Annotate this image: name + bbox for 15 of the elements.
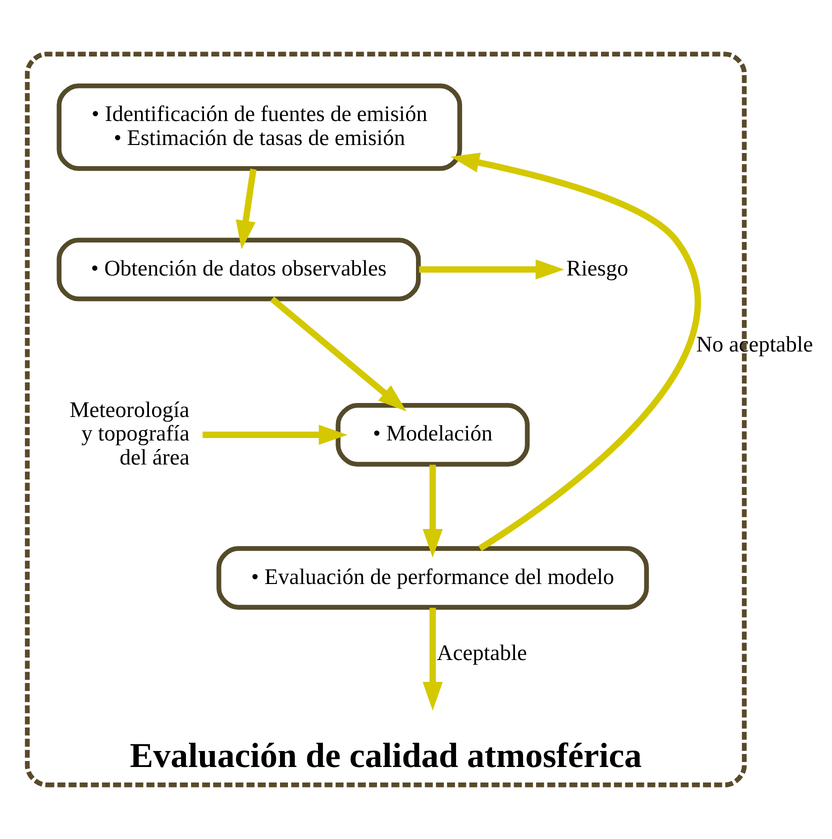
arrow	[422, 608, 443, 711]
arrow	[450, 152, 701, 552]
edge-label: No aceptable	[696, 332, 813, 357]
arrow	[202, 424, 348, 445]
node-box: • Obtención de datos observables	[56, 238, 421, 302]
edge-label: Aceptable	[436, 640, 528, 666]
node-text: Riesgo	[566, 255, 628, 280]
node-box: • Modelación	[336, 403, 530, 467]
arrow	[422, 464, 443, 558]
node-box: • Identificación de fuentes de emisión • Estimación de tasas de emisión	[56, 83, 462, 171]
arrow	[236, 168, 257, 250]
node-box: • Evaluación de performance del modelo	[216, 546, 649, 610]
arrow	[270, 296, 407, 412]
node-text: Meteorología y topografía del área	[70, 396, 190, 470]
arrow	[419, 259, 564, 280]
